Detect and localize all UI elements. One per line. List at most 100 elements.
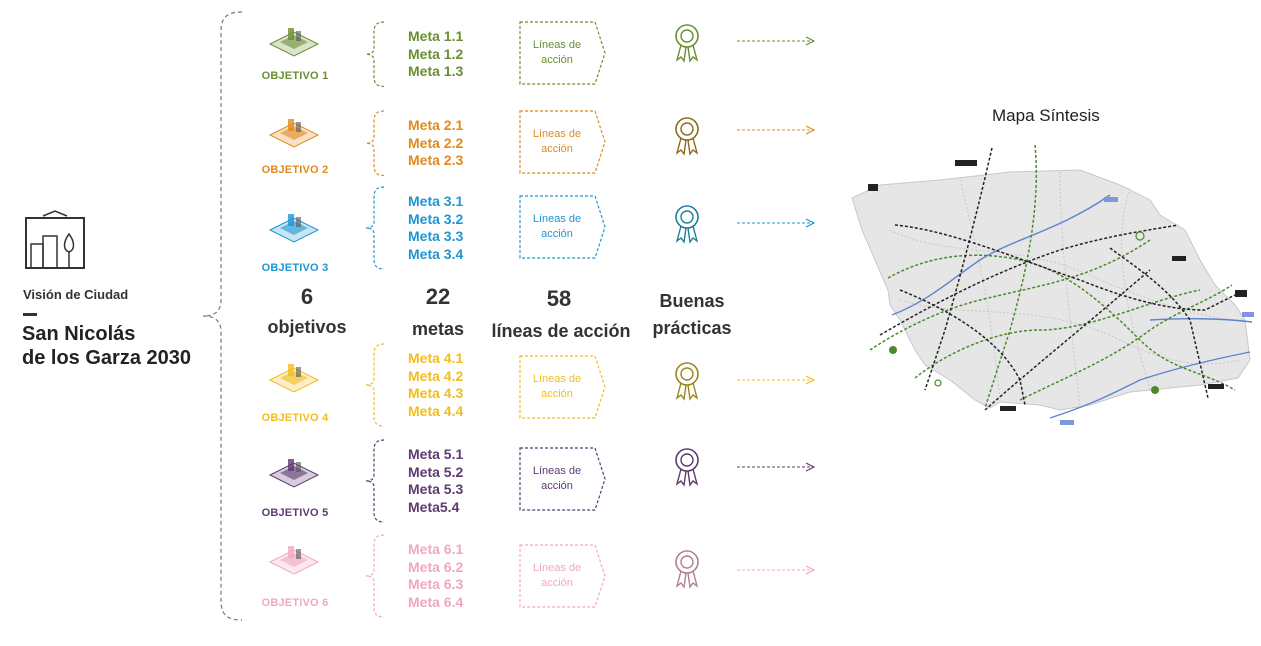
city-title-line2: de los Garza 2030 [22, 347, 191, 369]
map-title: Mapa Síntesis [992, 106, 1100, 125]
stat-buenas-line1: Buenas [659, 291, 725, 311]
arrow-icon [737, 218, 816, 228]
stat-lineas-label: líneas de acción [491, 321, 631, 341]
community-icon [266, 358, 322, 403]
city-title-line1: San Nicolás [22, 323, 136, 345]
lineas-label: Líneas de acción [522, 372, 592, 402]
stat-objetivos-label: objetivos [267, 317, 347, 337]
lineas-box [519, 110, 606, 174]
stat-buenas-practicas-label: Buenas prácticas [640, 288, 744, 342]
meta-item: Meta 3.1 [408, 193, 464, 209]
arrow-icon [737, 565, 816, 575]
meta-item: Meta 4.4 [408, 402, 464, 419]
stat-objetivos-number: 6 [300, 284, 314, 309]
lineas-box [519, 447, 606, 511]
lineas-label-line1: Líneas de [532, 465, 582, 477]
meta-item: Meta 4.1 [408, 350, 464, 366]
public-space-icon [266, 453, 322, 498]
city-title: San Nicolás de los Garza 2030 [22, 322, 191, 370]
meta-item: Meta 3.4 [408, 245, 464, 262]
lineas-label-line2: acción [541, 228, 573, 240]
meta-item: Meta 5.3 [408, 481, 464, 497]
meta-item: Meta 6.3 [408, 576, 464, 592]
lineas-label-line1: Líneas de [532, 562, 582, 574]
meta-item: Meta 6.1 [408, 541, 464, 557]
meta-item: Meta 3.3 [408, 228, 464, 244]
meta-item: Meta 2.2 [408, 134, 464, 151]
meta-item: Meta 3.2 [408, 210, 464, 227]
lineas-label-line2: acción [541, 388, 573, 400]
meta-bracket [365, 343, 385, 427]
city-vision-icon [23, 210, 87, 272]
lineas-label-line1: Líneas de [532, 39, 582, 51]
lineas-box [519, 355, 606, 419]
lineas-box [519, 544, 606, 608]
lineas-box [519, 195, 606, 259]
meta-item: Meta 1.2 [408, 45, 464, 62]
stat-metas-number: 22 [425, 284, 451, 309]
objective-label: OBJETIVO 5 [261, 507, 329, 519]
medal-icon [675, 117, 699, 156]
objective-label: OBJETIVO 3 [261, 262, 329, 274]
lineas-label-line1: Líneas de [532, 213, 582, 225]
medal-icon [675, 550, 699, 589]
meta-item: Meta 1.3 [408, 63, 464, 79]
lineas-label-line1: Líneas de [532, 373, 582, 385]
medal-icon [675, 362, 699, 401]
water-city-icon [266, 208, 322, 253]
meta-bracket [365, 186, 385, 270]
vision-label: Visión de Ciudad [23, 287, 129, 302]
map-boundary [851, 169, 1251, 411]
meta-item: Meta 2.1 [408, 117, 464, 133]
objective-label: OBJETIVO 4 [261, 412, 329, 424]
objective-label: OBJETIVO 1 [261, 70, 329, 82]
meta-item: Meta 6.2 [408, 558, 464, 575]
meta-item: Meta 4.2 [408, 367, 464, 384]
meta-item: Meta 2.3 [408, 152, 464, 168]
meta-bracket [365, 439, 385, 523]
medal-icon [675, 24, 699, 63]
objective-label: OBJETIVO 2 [261, 164, 329, 176]
meta-item: Meta 1.1 [408, 28, 464, 44]
meta-bracket [365, 534, 385, 618]
lineas-label: Líneas de acción [522, 561, 592, 591]
meta-bracket [365, 110, 385, 177]
lineas-label-line1: Líneas de [532, 128, 582, 140]
stat-buenas-line2: prácticas [652, 318, 732, 338]
meta-item: Meta5.4 [408, 498, 460, 515]
arrow-icon [737, 36, 816, 46]
meta-item: Meta 4.3 [408, 385, 464, 401]
medal-icon [675, 205, 699, 244]
dense-city-icon [266, 540, 322, 585]
lineas-label-line2: acción [541, 480, 573, 492]
lineas-label: Líneas de acción [522, 212, 592, 242]
stat-lineas-number: 58 [546, 286, 572, 311]
meta-item: Meta 5.1 [408, 446, 464, 462]
stat-metas-label: metas [411, 319, 465, 339]
lineas-label: Líneas de acción [522, 38, 592, 68]
meta-item: Meta 6.4 [408, 593, 464, 610]
objective-label: OBJETIVO 6 [261, 597, 329, 609]
arrow-icon [737, 125, 816, 135]
lineas-label-line2: acción [541, 577, 573, 589]
arrow-icon [737, 375, 816, 385]
synthesis-map-icon [851, 144, 1254, 425]
main-brace [202, 11, 243, 621]
lineas-label-line2: acción [541, 143, 573, 155]
arrow-icon [737, 462, 816, 472]
lineas-label: Líneas de acción [522, 464, 592, 494]
lineas-label: Líneas de acción [522, 127, 592, 157]
city-block-icon [266, 113, 322, 158]
medal-icon [675, 448, 699, 487]
lineas-box [519, 21, 606, 85]
lineas-label-line2: acción [541, 54, 573, 66]
urban-forest-icon [266, 22, 322, 67]
title-dash [23, 313, 37, 316]
